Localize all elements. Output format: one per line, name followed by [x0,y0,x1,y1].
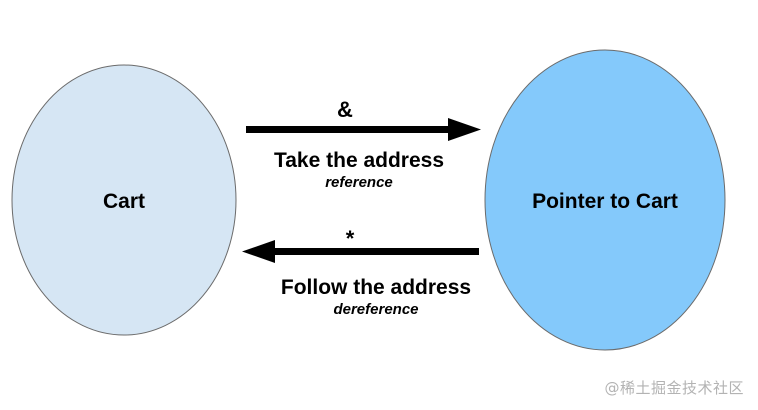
reference-caption: Take the address [274,149,444,172]
reference-arrow-head [448,118,481,141]
pointer-ellipse [484,49,726,351]
dereference-arrow-head [242,240,275,263]
reference-symbol: & [337,97,353,122]
pointer-label: Pointer to Cart [532,190,678,213]
dereference-subcaption: dereference [333,301,418,318]
cart-ellipse [11,64,237,336]
dereference-arrow-shaft [273,248,479,255]
dereference-arrow-group: * Follow the address dereference [242,226,479,318]
reference-arrow-shaft [246,126,450,133]
reference-arrow-group: & Take the address reference [246,97,481,191]
cart-node: Cart [11,64,237,336]
reference-subcaption: reference [325,174,393,191]
dereference-symbol: * [346,226,355,251]
cart-label: Cart [103,190,145,213]
pointer-node: Pointer to Cart [484,49,726,351]
watermark-text: @稀土掘金技术社区 [604,379,744,397]
dereference-caption: Follow the address [281,276,471,299]
